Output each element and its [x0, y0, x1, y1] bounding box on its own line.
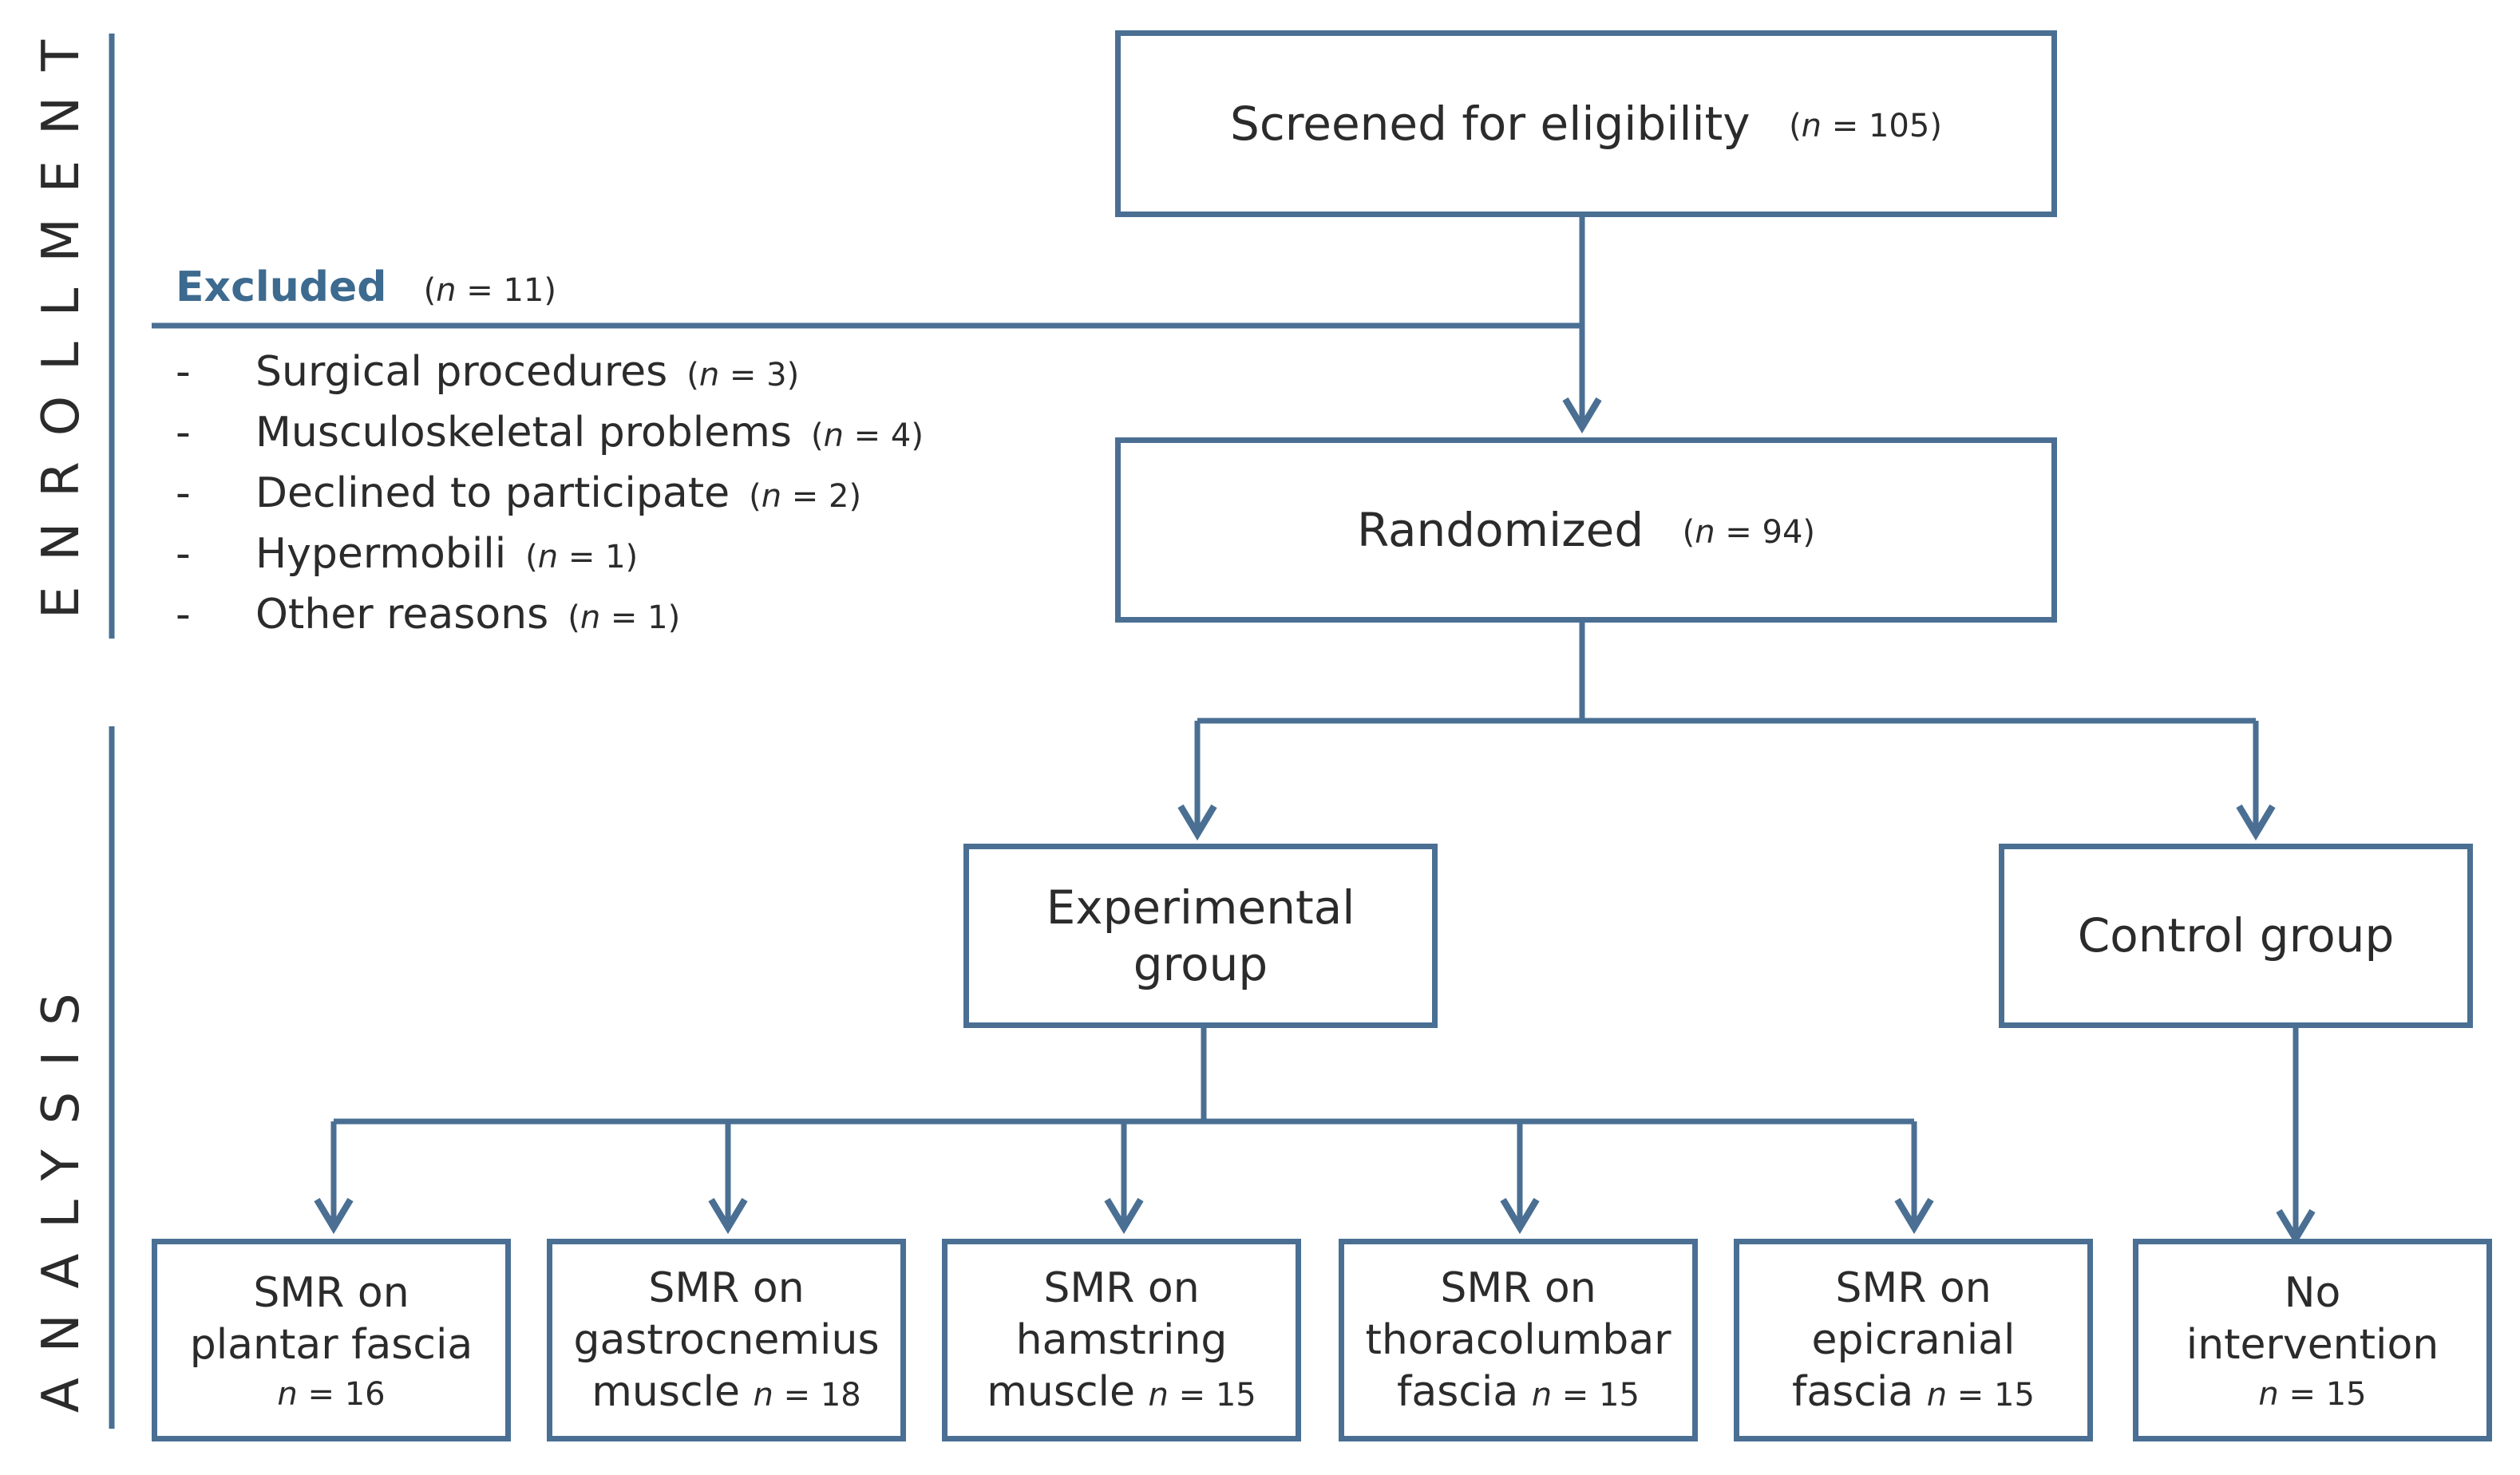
excluded-label: Excluded [176, 263, 387, 311]
experimental-group-box: Experimental group [963, 844, 1438, 1028]
excluded-reason: -Other reasons(n = 1) [176, 591, 681, 639]
leaf-count: n = 15 [1926, 1376, 2035, 1414]
excluded-heading: Excluded (n = 11) [176, 263, 556, 311]
reason-count: (n = 3) [686, 357, 800, 393]
leaf-box-hamstring: SMR on hamstring muscle n = 15 [942, 1239, 1301, 1441]
experimental-label-line2: group [1133, 936, 1268, 991]
screened-label: Screened for eligibility [1230, 96, 1751, 151]
leaf-box-plantar-fascia: SMR on plantar fascia n = 16 [152, 1239, 511, 1441]
control-label: Control group [2077, 908, 2395, 963]
leaf-box-gastrocnemius: SMR on gastrocnemius muscle n = 18 [547, 1239, 906, 1441]
excluded-reason: -Musculoskeletal problems(n = 4) [176, 409, 924, 457]
randomized-label: Randomized [1356, 502, 1644, 557]
phase-label-analysis: ANALYSIS [32, 967, 91, 1413]
reason-label: Other reasons [255, 591, 549, 639]
reason-count: (n = 4) [811, 417, 924, 454]
excluded-reason: -Declined to participate(n = 2) [176, 469, 862, 517]
reason-label: Surgical procedures [255, 348, 668, 396]
reason-count: (n = 1) [568, 599, 681, 636]
randomized-count: (n = 94) [1682, 514, 1816, 552]
leaf-count: n = 15 [1531, 1376, 1640, 1414]
reason-count: (n = 1) [525, 539, 639, 575]
experimental-label-line1: Experimental [1046, 880, 1355, 935]
phase-label-enrollment: ENROLLMENT [32, 14, 91, 619]
randomized-box: Randomized (n = 94) [1115, 437, 2057, 623]
control-group-box: Control group [1999, 844, 2473, 1028]
leaf-count: n = 15 [1148, 1376, 1256, 1414]
leaf-box-epicranial: SMR on epicranial fascia n = 15 [1734, 1239, 2093, 1441]
excluded-count: (n = 11) [423, 272, 556, 309]
leaf-count: n = 16 [277, 1376, 386, 1413]
leaf-box-thoracolumbar: SMR on thoracolumbar fascia n = 15 [1339, 1239, 1698, 1441]
leaf-box-no-intervention: No intervention n = 15 [2133, 1239, 2492, 1441]
reason-label: Declined to participate [255, 469, 730, 517]
reason-label: Musculoskeletal problems [255, 409, 792, 457]
excluded-reason: -Hypermobili(n = 1) [176, 530, 639, 578]
excluded-reason: -Surgical procedures(n = 3) [176, 348, 800, 396]
screened-box: Screened for eligibility (n = 105) [1115, 30, 2057, 217]
leaf-count: n = 18 [753, 1376, 861, 1414]
reason-count: (n = 2) [749, 478, 862, 515]
reason-label: Hypermobili [255, 530, 507, 578]
screened-count: (n = 105) [1789, 108, 1942, 145]
leaf-count: n = 15 [2258, 1376, 2367, 1413]
